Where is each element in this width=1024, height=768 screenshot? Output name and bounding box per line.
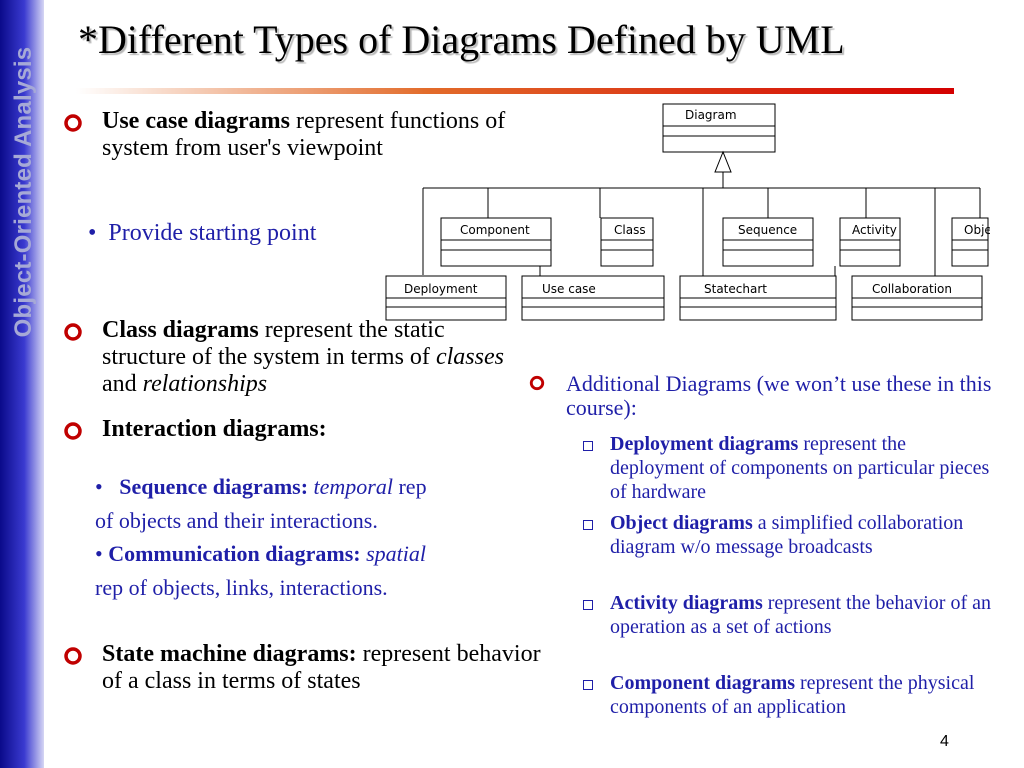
communication-italic: spatial	[366, 541, 426, 566]
object-text: a simplified collaboration diagram w/o m…	[610, 512, 964, 558]
sidebar-band: Object-Oriented Analysis	[0, 0, 44, 768]
uml-label-diagram: Diagram	[685, 108, 737, 122]
uml-diagram: Diagram Component Class Sequence Activit…	[385, 103, 990, 321]
square-bullet-icon	[583, 680, 593, 690]
communication-heading: Communication diagrams:	[108, 541, 361, 566]
bullet-icon	[64, 323, 82, 341]
class-text: represent the static structure of the sy…	[102, 317, 445, 370]
inheritance-arrow-icon	[714, 150, 732, 173]
component-text: represent the physical components of an …	[610, 672, 975, 718]
starting-point-text: Provide starting point	[108, 220, 317, 246]
sub-bullet-sequence: • Sequence diagrams: temporal rep of obj…	[95, 470, 545, 538]
bullet-class-diagrams: Class diagrams represent the static stru…	[102, 317, 532, 398]
square-bullet-icon	[583, 600, 593, 610]
uml-box-diagram	[662, 103, 776, 153]
class-italic-relationships: relationships	[142, 371, 268, 397]
uml-label-deployment: Deployment	[404, 282, 478, 296]
dot-icon: •	[95, 474, 103, 499]
item-component: Component diagrams represent the physica…	[610, 671, 1010, 719]
uml-label-collaboration: Collaboration	[872, 282, 952, 296]
sequence-italic: temporal	[313, 474, 393, 499]
component-heading: Component diagrams	[610, 672, 796, 694]
uml-label-sequence: Sequence	[738, 223, 797, 237]
activity-text: represent the behavior of an operation a…	[610, 592, 991, 638]
deployment-text: represent the deployment of components o…	[610, 433, 990, 503]
class-heading: Class diagrams	[102, 317, 259, 343]
use-case-heading: Use case diagrams	[102, 108, 290, 134]
deployment-heading: Deployment diagrams	[610, 433, 799, 455]
sub-bullet-starting-point: • Provide starting point	[88, 216, 316, 251]
state-machine-text: represent behavior of a class in terms o…	[102, 641, 541, 694]
uml-label-statechart: Statechart	[704, 282, 767, 296]
dot-icon: •	[88, 220, 97, 246]
sequence-line2: of objects and their interactions.	[95, 508, 378, 533]
slide-title: *Different Types of Diagrams Defined by …	[78, 17, 845, 62]
class-and: and	[102, 371, 143, 397]
sequence-heading: Sequence diagrams:	[119, 474, 309, 499]
item-deployment: Deployment diagrams represent the deploy…	[610, 432, 1005, 504]
item-object: Object diagrams a simplified collaborati…	[610, 511, 1005, 559]
bullet-icon	[64, 422, 82, 440]
object-heading: Object diagrams	[610, 512, 753, 534]
additional-heading: Additional Diagrams (we won’t use these …	[566, 371, 992, 420]
title-underline	[76, 88, 954, 94]
uml-label-component: Component	[460, 223, 530, 237]
sub-bullet-communication: • Communication diagrams: spatial rep of…	[95, 537, 545, 605]
uml-label-object: Object	[964, 223, 990, 237]
class-italic-classes: classes	[435, 344, 504, 370]
communication-line2: rep of objects, links, interactions.	[95, 575, 388, 600]
square-bullet-icon	[583, 520, 593, 530]
use-case-text: represent functions of system from user'…	[102, 108, 506, 161]
bullet-use-case: Use case diagrams represent functions of…	[102, 108, 522, 162]
bullet-icon	[529, 375, 545, 391]
bullet-state-machine: State machine diagrams: represent behavi…	[102, 641, 562, 695]
bullet-icon	[64, 114, 82, 132]
item-activity: Activity diagrams represent the behavior…	[610, 591, 1005, 639]
bullet-icon	[64, 647, 82, 665]
uml-label-activity: Activity	[852, 223, 897, 237]
square-bullet-icon	[583, 441, 593, 451]
sequence-text: rep	[392, 474, 427, 499]
bullet-interaction: Interaction diagrams:	[102, 416, 327, 442]
activity-heading: Activity diagrams	[610, 592, 763, 614]
uml-label-class: Class	[614, 223, 646, 237]
uml-label-use-case: Use case	[542, 282, 596, 296]
state-machine-heading: State machine diagrams:	[102, 641, 357, 667]
dot-icon: •	[95, 541, 103, 566]
sidebar-label: Object-Oriented Analysis	[10, 46, 37, 338]
page-number: 4	[940, 733, 949, 750]
